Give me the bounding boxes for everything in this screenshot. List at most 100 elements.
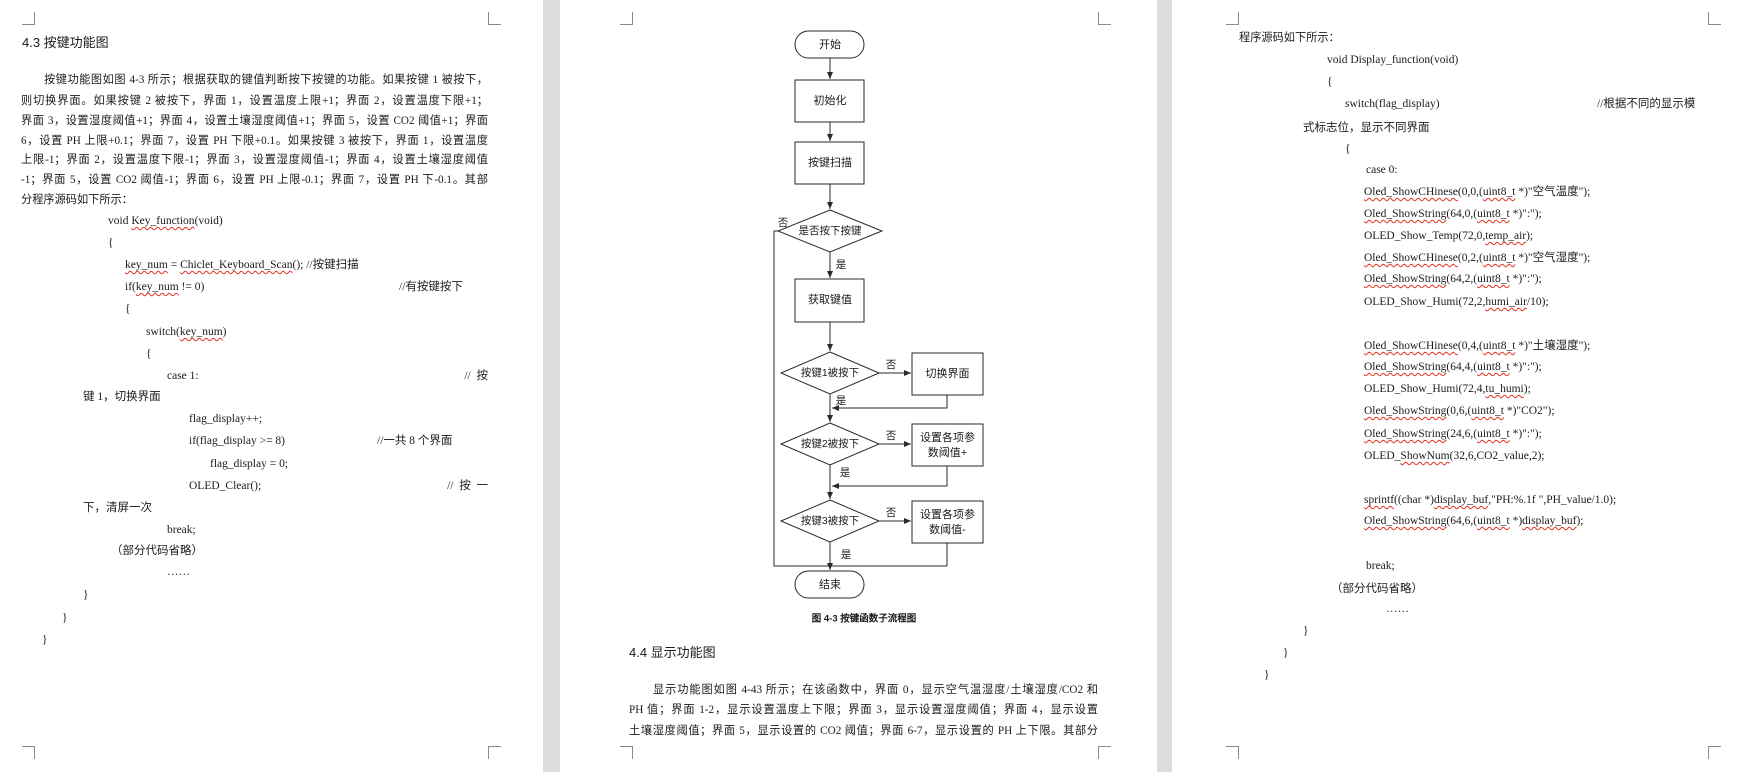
- code-line: OLED_ShowNum(32,6,CO2_value,2);: [1364, 450, 1545, 462]
- code-line: OLED_Show_Humi(72,4,tu_humi);: [1364, 383, 1531, 395]
- corner-mark: [1226, 746, 1239, 759]
- spellcheck-mark: Oled_ShowString: [1364, 405, 1447, 417]
- loop-back-line: [773, 230, 947, 567]
- decision-key3: [779, 499, 881, 543]
- branch-yes-label: 是: [836, 395, 847, 407]
- code-line: {: [108, 237, 114, 249]
- corner-mark: [22, 12, 35, 25]
- decision-key1-label: 按键1被按下: [801, 366, 859, 379]
- spellcheck-mark: ShowNum: [1400, 450, 1450, 462]
- paragraph-line: 显示功能图如图 4-43 所示；在该函数中，界面 0，显示空气温湿度/土壤湿度/…: [653, 684, 1098, 696]
- spellcheck-mark: key_num: [179, 326, 223, 338]
- corner-mark: [1098, 746, 1111, 759]
- paragraph-line: 6，设置 PH 上限+0.1；界面 7，设置 PH 下限+0.1。如果按键 3 …: [21, 135, 488, 147]
- code-line: 式标志位，显示不同界面: [1303, 122, 1430, 134]
- code-line: if(key_num != 0): [125, 281, 205, 293]
- spellcheck-mark: Oled_ShowCHinese: [1364, 186, 1458, 198]
- code-line: Oled_ShowCHinese(0,0,(uint8_t *)"空气温度");: [1364, 186, 1591, 198]
- spellcheck-mark: uint8_t: [1471, 405, 1504, 417]
- code-comment: //有按键按下: [399, 281, 463, 293]
- spellcheck-mark: display_buf: [1433, 494, 1489, 506]
- set-threshold-plus-box: [911, 423, 984, 467]
- corner-mark: [488, 12, 501, 25]
- start-terminal: [794, 30, 865, 59]
- figure-caption: 图 4-3 按键函数子流程图: [812, 613, 917, 625]
- spellcheck-mark: Oled_ShowString: [1364, 515, 1447, 527]
- return-line: [832, 466, 948, 489]
- spellcheck-mark: uint8_t: [1477, 361, 1510, 373]
- code-line: 下，清屏一次: [83, 502, 152, 514]
- code-line: }: [62, 612, 68, 624]
- decision-pressed: [776, 209, 884, 253]
- decision-key2: [779, 422, 881, 466]
- set-threshold-minus-box: [911, 500, 984, 544]
- code-intro: 程序源码如下所示：: [1239, 32, 1340, 44]
- code-line: OLED_Clear();: [189, 480, 262, 492]
- spellcheck-mark: uint8_t: [1477, 208, 1510, 220]
- paragraph-line: 则切换界面。如果按键 2 被按下，界面 1，设置温度上限+1；界面 2，设置温度…: [21, 95, 488, 107]
- code-comment: // 按 一: [447, 480, 488, 492]
- branch-yes-label: 是: [836, 259, 847, 271]
- spellcheck-mark: uint8_t: [1482, 252, 1516, 264]
- branch-no-label: 否: [886, 359, 897, 371]
- document-page-2[interactable]: 开始 初始化 按键扫描 是否按下按键 获取键值 按键1被按下 切换界面 按键2被…: [560, 0, 1157, 772]
- code-comment: // 按: [464, 370, 488, 382]
- spellcheck-mark: uint8_t: [1477, 515, 1510, 527]
- corner-mark: [1708, 12, 1721, 25]
- code-line: Oled_ShowCHinese(0,2,(uint8_t *)"空气湿度");: [1364, 252, 1591, 264]
- corner-mark: [1098, 12, 1111, 25]
- spellcheck-mark: uint8_t: [1477, 273, 1510, 285]
- paragraph-line: 分程序源码如下所示：: [21, 194, 133, 206]
- paragraph-line: PH 值；界面 1-2，显示设置温度上下限；界面 3，显示设置湿度阈值；界面 4…: [629, 704, 1098, 716]
- set-threshold-plus-label: 设置各项参: [920, 430, 975, 444]
- get-key-label: 获取键值: [808, 292, 852, 306]
- corner-mark: [1226, 12, 1239, 25]
- spellcheck-mark: Oled_ShowCHinese: [1364, 340, 1458, 352]
- code-line: {: [125, 303, 131, 315]
- branch-no-label: 否: [886, 507, 897, 519]
- spellcheck-mark: Key_function: [131, 215, 195, 227]
- spellcheck-mark: Oled_ShowString: [1364, 361, 1447, 373]
- code-line: case 0:: [1366, 164, 1398, 176]
- code-line: OLED_Show_Humi(72,2,humi_air/10);: [1364, 296, 1549, 308]
- scan-box: [794, 141, 865, 185]
- document-page-3[interactable]: 程序源码如下所示： void Display_function(void) { …: [1172, 0, 1739, 772]
- code-line: }: [42, 634, 48, 646]
- code-line: }: [1283, 647, 1289, 659]
- paragraph-line: 界面 3，设置湿度阈值+1；界面 4，设置土壤湿度阈值+1；界面 5，设置 CO…: [21, 115, 488, 127]
- code-line: {: [1345, 143, 1351, 155]
- code-line: Oled_ShowString(64,6,(uint8_t *)display_…: [1364, 515, 1584, 527]
- branch-yes-label: 是: [841, 549, 852, 561]
- spellcheck-mark: key_num: [135, 281, 179, 293]
- branch-no-label: 否: [886, 430, 897, 442]
- spellcheck-mark: sprintf: [1364, 494, 1395, 506]
- code-line: （部分代码省略）: [1331, 583, 1423, 595]
- code-line: Oled_ShowString(64,2,(uint8_t *)":");: [1364, 273, 1542, 285]
- set-threshold-plus-label: 数阈值+: [928, 445, 967, 459]
- spellcheck-mark: tu_humi: [1485, 383, 1524, 395]
- branch-yes-label: 是: [840, 467, 851, 479]
- code-line: }: [83, 589, 89, 601]
- paragraph-line: 按键功能图如图 4-3 所示；根据获取的键值判断按下按键的功能。如果按键 1 被…: [44, 74, 488, 86]
- set-threshold-minus-label: 数阈值-: [929, 522, 966, 536]
- end-terminal: [794, 570, 865, 599]
- init-box: [794, 79, 865, 123]
- code-comment: //一共 8 个界面: [377, 435, 453, 447]
- code-line: Oled_ShowString(24,6,(uint8_t *)":");: [1364, 428, 1542, 440]
- code-line: key_num = Chiclet_Keyboard_Scan(); //按键扫…: [125, 259, 359, 271]
- code-line: Oled_ShowString(64,0,(uint8_t *)":");: [1364, 208, 1542, 220]
- code-line: void Key_function(void): [108, 215, 223, 227]
- code-line: ……: [167, 566, 190, 578]
- code-line: 键 1，切换界面: [83, 391, 161, 403]
- spellcheck-mark: uint8_t: [1482, 186, 1516, 198]
- switch-screen-box: [911, 352, 984, 396]
- corner-mark: [620, 746, 633, 759]
- paragraph-line: 上限-1；界面 2，设置温度下限-1；界面 3，设置湿度阈值-1；界面 4，设置…: [21, 154, 488, 166]
- code-line: case 1:: [167, 370, 199, 382]
- init-label: 初始化: [814, 93, 847, 107]
- document-page-1[interactable]: 4.3 按键功能图 按键功能图如图 4-3 所示；根据获取的键值判断按下按键的功…: [0, 0, 543, 772]
- code-line: flag_display = 0;: [210, 458, 289, 470]
- corner-mark: [1708, 746, 1721, 759]
- code-line: （部分代码省略）: [111, 545, 203, 557]
- code-line: Oled_ShowString(0,6,(uint8_t *)"CO2");: [1364, 405, 1555, 417]
